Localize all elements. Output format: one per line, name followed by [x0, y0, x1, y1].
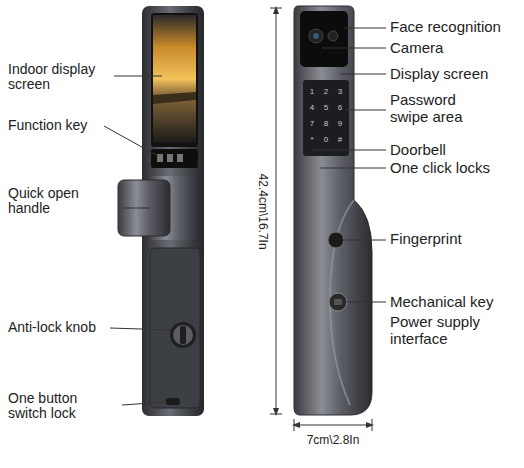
part-label: Display screen: [390, 66, 520, 83]
part-label: Power supply interface: [390, 314, 518, 347]
part-label: Password swipe area: [390, 92, 490, 125]
part-label: Fingerprint: [390, 231, 520, 248]
part-label: Face recognition: [390, 19, 522, 36]
keypad-key: 7: [307, 120, 317, 128]
keypad-key: 1: [307, 88, 317, 96]
part-label: Quick open handle: [8, 186, 118, 217]
keypad-key: 2: [321, 88, 331, 96]
part-label: One button switch lock: [8, 391, 118, 422]
part-label: One click locks: [390, 160, 520, 177]
part-label: Doorbell: [390, 142, 520, 159]
keypad-key: 5: [321, 104, 331, 112]
dimension-label: 42.4cm\16.7In: [255, 172, 268, 252]
part-label: Mechanical key: [390, 294, 520, 311]
keypad-key: *: [307, 136, 317, 144]
dimension-label: 7cm\2.8In: [305, 434, 362, 447]
part-label: Camera: [390, 40, 520, 57]
keypad-key: 9: [335, 120, 345, 128]
keypad-key: #: [335, 136, 345, 144]
part-label: Function key: [8, 118, 108, 133]
keypad-key: 4: [307, 104, 317, 112]
keypad-key: 8: [321, 120, 331, 128]
keypad-key: 3: [335, 88, 345, 96]
keypad-key: 6: [335, 104, 345, 112]
keypad-key: 0: [321, 136, 331, 144]
part-label: Indoor display screen: [8, 62, 118, 93]
part-label: Anti-lock knob: [8, 320, 113, 335]
